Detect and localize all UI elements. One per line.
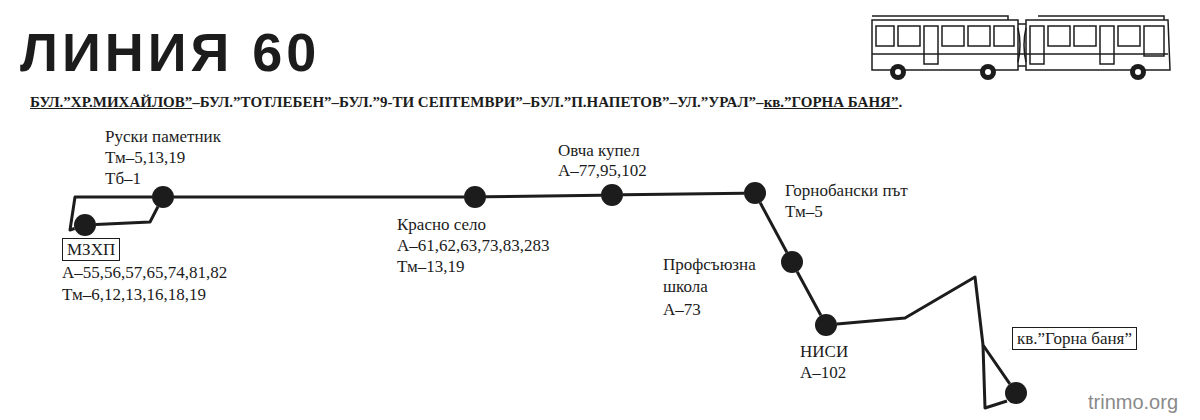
bus-stop: Горнобански пътТм–5 xyxy=(744,182,766,204)
transfer-lines: Тм–6,12,13,16,18,19 xyxy=(62,284,206,305)
transfer-lines: А–77,95,102 xyxy=(558,160,647,181)
stop-name: Красно село xyxy=(397,214,486,235)
bus-illustration xyxy=(868,8,1174,84)
transfer-lines: Тм–5 xyxy=(785,201,823,222)
street-name: –БУЛ.”ТОТЛЕБЕН”–БУЛ.”9-ТИ СЕПТЕМВРИ”–БУЛ… xyxy=(192,94,763,110)
route-segment xyxy=(174,196,464,199)
transfer-lines: Тб–1 xyxy=(105,168,141,189)
bus-stop: НИСИА–102 xyxy=(815,314,837,336)
stop-name: Овча купел xyxy=(558,140,640,161)
transfer-lines: А–73 xyxy=(663,299,701,320)
transfer-lines: Тм–5,13,19 xyxy=(105,147,185,168)
route-segment xyxy=(96,207,158,225)
stop-name: Профсъюзна школа xyxy=(663,254,771,298)
route-segment xyxy=(623,193,744,195)
route-segment xyxy=(486,195,601,197)
route-segment xyxy=(760,203,787,253)
transfer-lines: А–61,62,63,73,83,283 xyxy=(397,235,550,256)
line-title: ЛИНИЯ 60 xyxy=(20,22,320,82)
bus-stop: Профсъюзна школаА–73 xyxy=(781,251,803,273)
transfer-lines: А–102 xyxy=(800,362,846,383)
transfer-lines: А–55,56,57,65,74,81,82 xyxy=(62,262,227,283)
stop-name: МЗХП xyxy=(62,238,120,261)
bus-stop: МЗХПА–55,56,57,65,74,81,82Тм–6,12,13,16,… xyxy=(74,214,96,236)
bus-stop: Овча купелА–77,95,102 xyxy=(601,184,623,206)
stop-name: Горнобански път xyxy=(785,180,908,201)
street-name: кв.”ГОРНА БАНЯ” xyxy=(764,94,899,110)
bus-stop: Красно селоА–61,62,63,73,83,283Тм–13,19 xyxy=(464,186,486,208)
route-segment xyxy=(837,277,1010,384)
stop-name: Руски паметник xyxy=(105,126,221,147)
watermark: trinmo.org xyxy=(1088,391,1178,414)
transfer-lines: Тм–13,19 xyxy=(397,256,464,277)
route-streets: БУЛ.”ХР.МИХАЙЛОВ”–БУЛ.”ТОТЛЕБЕН”–БУЛ.”9-… xyxy=(30,92,902,112)
route-segment xyxy=(797,272,821,316)
bus-stop: кв.”Горна баня” xyxy=(1005,382,1027,404)
bus-stop: Руски паметникТм–5,13,19Тб–1 xyxy=(152,186,174,208)
stop-name: кв.”Горна баня” xyxy=(1012,327,1137,350)
street-name: БУЛ.”ХР.МИХАЙЛОВ” xyxy=(30,94,192,110)
stop-name: НИСИ xyxy=(800,341,848,362)
street-name: . xyxy=(898,94,902,110)
